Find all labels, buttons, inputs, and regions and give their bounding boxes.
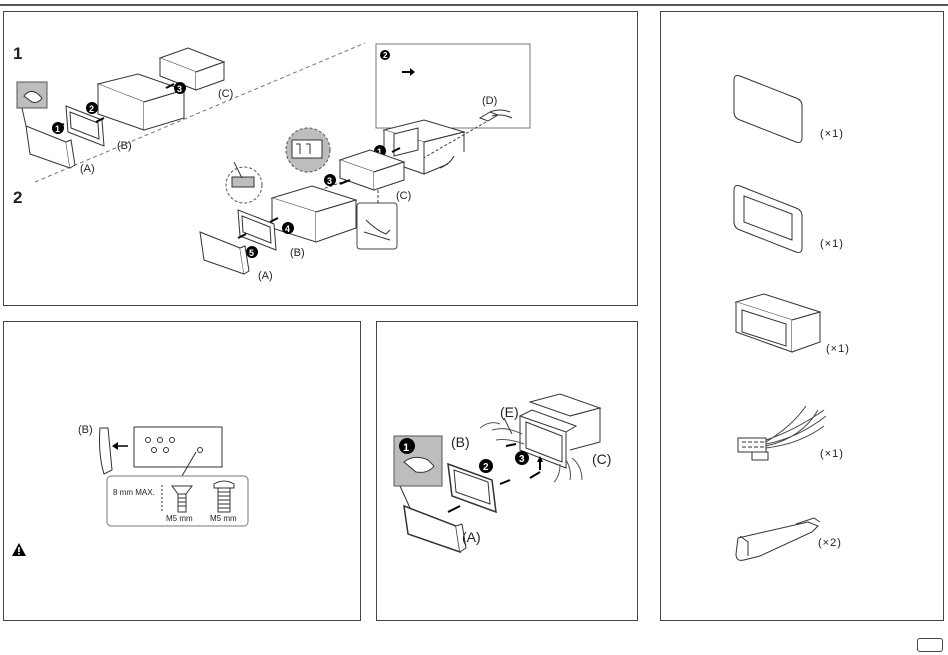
- screw-diagram: [99, 426, 249, 527]
- part-key-drawing: [735, 517, 821, 561]
- removal-label-c: (C): [592, 451, 612, 467]
- removal-label-b: (B): [451, 434, 470, 450]
- part-key-qty: (×2): [818, 537, 842, 549]
- installation-step2-diagram: 2 1 3 4 5: [199, 43, 531, 275]
- removal-label-a: (A): [462, 529, 481, 545]
- installation-step1-diagram: 1 2 3: [16, 42, 366, 183]
- parts-drawings: [733, 75, 827, 561]
- svg-text:1: 1: [403, 442, 409, 454]
- part-harness-qty: (×1): [820, 448, 844, 460]
- part-faceplate-drawing: [733, 75, 803, 143]
- svg-text:1: 1: [377, 147, 382, 157]
- label-b-step1: (B): [117, 140, 132, 152]
- svg-text:2: 2: [89, 104, 94, 114]
- screw-panel: [3, 321, 361, 621]
- svg-text:2: 2: [383, 51, 388, 60]
- page-indicator-box: [917, 638, 943, 652]
- step-number-2: 2: [13, 188, 23, 207]
- warning-icon: [12, 543, 26, 556]
- part-trim-plate-drawing: [733, 185, 803, 253]
- label-b-step2: (B): [290, 247, 305, 259]
- header-rule: [0, 4, 948, 6]
- removal-diagram: 3 2 1: [393, 393, 602, 554]
- removal-label-e: (E): [500, 404, 519, 420]
- label-c-step1: (C): [218, 88, 234, 100]
- screw-label-b: (B): [78, 424, 93, 436]
- screw-m5-right: M5 mm: [210, 514, 237, 523]
- svg-text:3: 3: [519, 454, 525, 465]
- label-d: (D): [482, 95, 498, 107]
- screw-max-length: 8 mm MAX.: [113, 488, 155, 497]
- svg-text:1: 1: [55, 124, 60, 134]
- svg-text:3: 3: [177, 84, 182, 94]
- label-a-step1: (A): [80, 163, 95, 175]
- part-faceplate-qty: (×1): [820, 128, 844, 140]
- label-c-step2: (C): [396, 190, 412, 202]
- screw-m5-left: M5 mm: [166, 514, 193, 523]
- svg-text:4: 4: [285, 224, 290, 234]
- svg-text:3: 3: [327, 176, 332, 186]
- step-number-1: 1: [13, 44, 23, 63]
- part-harness-drawing: [737, 405, 827, 461]
- part-trim-plate-qty: (×1): [820, 238, 844, 250]
- part-sleeve-qty: (×1): [826, 343, 850, 355]
- svg-text:5: 5: [249, 248, 254, 258]
- svg-text:2: 2: [483, 462, 489, 473]
- label-a-step2: (A): [258, 270, 273, 282]
